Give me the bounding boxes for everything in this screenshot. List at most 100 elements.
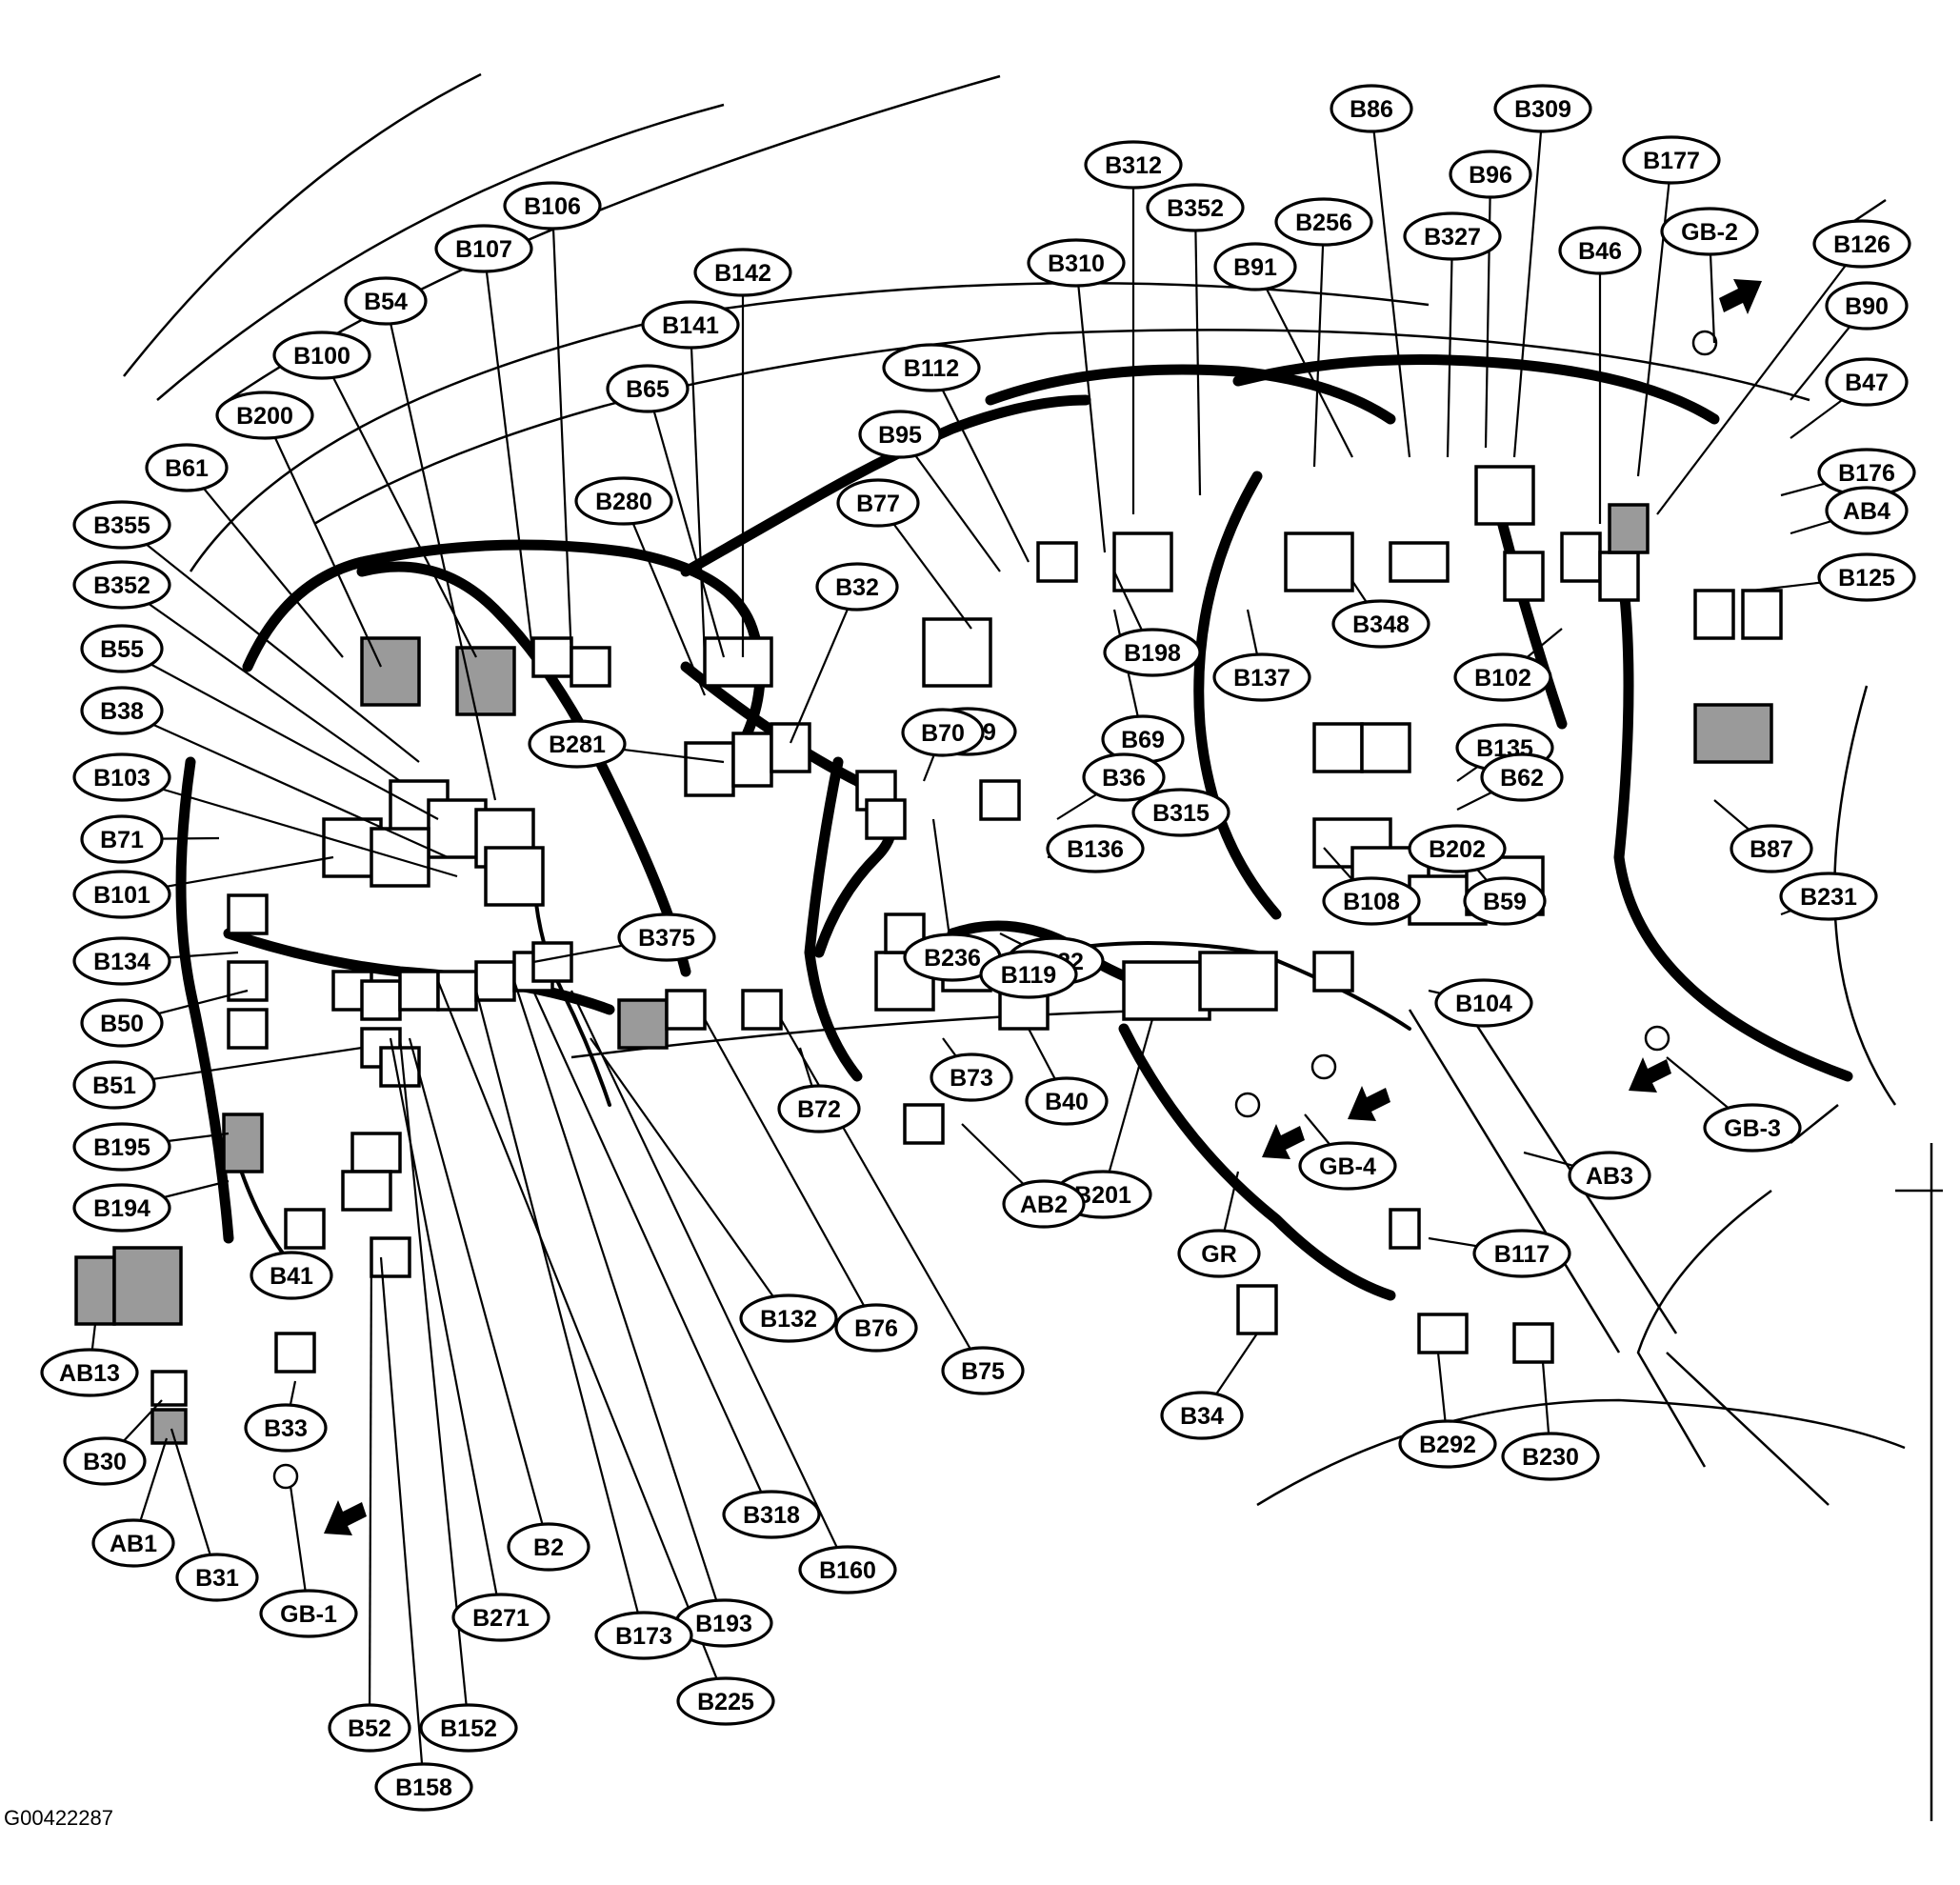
callout-label: B30 (83, 1449, 127, 1475)
callout-oval (344, 276, 428, 326)
callout-label: GR (1201, 1241, 1237, 1268)
leader-line (930, 367, 1030, 563)
callout-oval (798, 1545, 897, 1594)
callout-label: AB4 (1843, 498, 1890, 525)
callout-oval (836, 478, 920, 528)
connector-callout-b137: B137 (1212, 652, 1311, 702)
callout-oval (1825, 486, 1909, 535)
callout-label: B36 (1102, 765, 1146, 792)
callout-oval (777, 1084, 861, 1133)
callout-label: B40 (1045, 1089, 1089, 1115)
callout-oval (1558, 226, 1642, 275)
leader-line (408, 1037, 550, 1548)
connector-callout-b352: B352 (1146, 183, 1245, 232)
callout-label: B136 (1067, 836, 1124, 863)
callout-oval (1322, 876, 1421, 926)
callout-oval (1493, 84, 1592, 133)
leader-line (646, 388, 726, 658)
connector-callout-b231: B231 (1779, 872, 1878, 921)
leader-line (1074, 262, 1107, 553)
callout-label: B55 (100, 636, 144, 663)
callout-oval (259, 1589, 358, 1638)
callout-label: B193 (695, 1611, 752, 1637)
callout-label: B312 (1105, 152, 1162, 179)
callout-oval (91, 1518, 175, 1568)
callout-oval (1812, 219, 1911, 269)
connector-callout-b61: B61 (145, 443, 229, 492)
callout-oval (641, 300, 740, 350)
arrow-icon (1629, 1057, 1671, 1093)
callout-label: AB3 (1586, 1163, 1633, 1190)
callout-label: B32 (835, 574, 879, 601)
callout-oval (617, 912, 716, 962)
callout-oval (676, 1676, 775, 1726)
callout-oval (1398, 1419, 1497, 1469)
callout-label: B46 (1578, 238, 1622, 265)
connector-callout-b177: B177 (1622, 135, 1721, 185)
connector-callout-b76: B76 (834, 1303, 918, 1353)
figure-id: G00422287 (4, 1806, 113, 1830)
callout-oval (979, 950, 1078, 999)
connector-callout-b87: B87 (1730, 824, 1813, 873)
leader-line (590, 1037, 790, 1319)
leader-line (121, 648, 439, 820)
callout-label: B141 (662, 312, 719, 339)
connector-callout-b142: B142 (693, 248, 792, 297)
connector-callout-b38: B38 (80, 686, 164, 735)
leader-line (436, 980, 728, 1702)
leader-line (113, 1046, 363, 1087)
connector-callout-b72: B72 (777, 1084, 861, 1133)
leader-line (531, 990, 773, 1515)
callout-oval (1177, 1229, 1261, 1278)
callout-label: B90 (1845, 293, 1889, 320)
callout-oval (215, 391, 314, 440)
leader-line (570, 990, 849, 1571)
callout-label: B117 (1494, 1241, 1550, 1268)
connector-callout-b126: B126 (1812, 219, 1911, 269)
leader-line (704, 1018, 877, 1329)
connector-callout-b141: B141 (641, 300, 740, 350)
callout-oval (1453, 652, 1552, 702)
callout-oval (693, 248, 792, 297)
callout-label: B318 (743, 1502, 800, 1529)
connector-callout-b132: B132 (739, 1293, 838, 1343)
callout-oval (1274, 197, 1373, 247)
callout-label: B315 (1152, 800, 1210, 827)
connector-callout-b104: B104 (1434, 978, 1533, 1028)
callout-oval (72, 560, 171, 610)
leader-line (384, 300, 497, 801)
callout-oval (1660, 207, 1759, 256)
connector-callout-b107: B107 (434, 224, 533, 273)
connector-callout-b71: B71 (80, 814, 164, 864)
connector-callout-b158: B158 (374, 1762, 473, 1812)
callout-label: B62 (1500, 765, 1544, 792)
leader-line (186, 467, 344, 658)
callout-oval (451, 1593, 550, 1642)
callout-oval (722, 1490, 821, 1539)
callout-oval (1027, 238, 1126, 288)
connector-callout-b375: B375 (617, 912, 716, 962)
callout-label: B95 (878, 422, 922, 449)
callout-label: B41 (270, 1263, 313, 1290)
callout-oval (1730, 824, 1813, 873)
leader-line (789, 586, 859, 744)
callout-label: B327 (1424, 224, 1481, 251)
callout-label: B86 (1350, 96, 1393, 123)
connector-callout-b318: B318 (722, 1490, 821, 1539)
callout-oval (72, 936, 171, 986)
callout-label: GB-1 (280, 1601, 337, 1628)
callout-oval (72, 752, 171, 802)
callout-oval (528, 719, 627, 769)
callout-label: B256 (1295, 210, 1352, 236)
callout-label: B355 (93, 512, 150, 539)
connector-callout-gb-2: GB-2 (1660, 207, 1759, 256)
callout-label: B69 (1121, 727, 1165, 753)
callout-oval (175, 1553, 259, 1602)
callout-label: B158 (395, 1775, 452, 1801)
callout-oval (1408, 824, 1507, 873)
leader-line (121, 584, 401, 782)
connector-callout-b194: B194 (72, 1183, 171, 1233)
connector-callout-b108: B108 (1322, 876, 1421, 926)
connector-callout-b51: B51 (72, 1060, 156, 1110)
